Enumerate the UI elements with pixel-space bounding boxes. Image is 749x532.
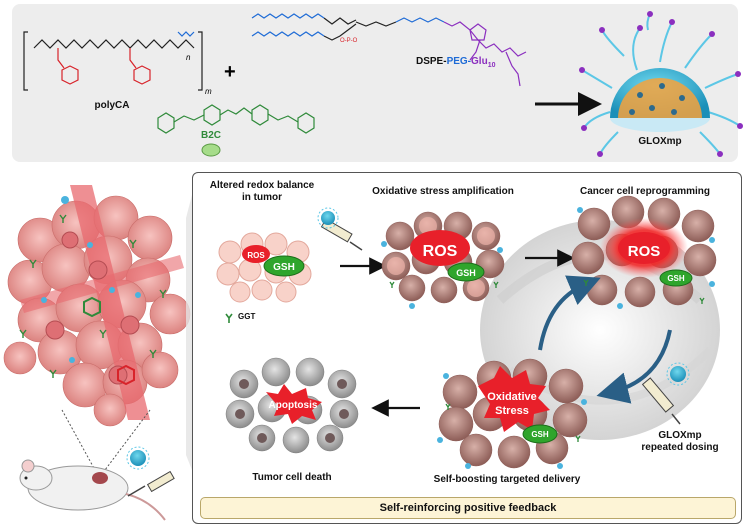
apoptosis-label: Apoptosis [269, 400, 318, 411]
mechanism-panel [192, 172, 742, 524]
mouse-icon [19, 459, 166, 521]
arrow-step4-to-step3 [538, 275, 601, 351]
ggt-markers [389, 279, 705, 442]
gsh-label-step2: GSH [456, 268, 476, 278]
peg-text: PEG- [446, 56, 472, 67]
tumor-cluster-step3: ROS GSH [571, 195, 717, 308]
phosphate-mark: O-P-O [340, 38, 358, 44]
glu-text: Glu [471, 56, 488, 67]
dspe-peg-glu-label: DSPE-PEG-Glu10 [416, 56, 495, 69]
dosing-label: GLOXmp repeated dosing [641, 430, 718, 454]
dspe-text: DSPE- [416, 56, 447, 67]
ggt-legend-label: GGT [238, 312, 256, 321]
gloxmp-micelle-icon [579, 11, 743, 157]
step1-line2: in tumor [241, 192, 282, 203]
ros-label-step3: ROS [628, 243, 661, 260]
stress-label: Stress [495, 405, 529, 417]
dosing-line1: GLOXmp [658, 430, 702, 441]
polyca-subscript-m: m [205, 87, 212, 96]
syringe-icon-top [317, 207, 363, 251]
dosing-line2: repeated dosing [641, 442, 719, 453]
gsh-bubble-step1: GSH [263, 255, 305, 277]
tumor-cluster-step1 [216, 232, 312, 303]
zoom-line-left [61, 409, 96, 471]
ggt-markers-left [19, 214, 167, 378]
step2-label: Oxidative stress amplification [372, 186, 514, 197]
gsh-label-step3: GSH [667, 274, 685, 283]
ros-label-step2: ROS [423, 243, 458, 260]
nanoparticle-dots-left [41, 196, 141, 363]
ggt-legend-icon [225, 313, 233, 323]
feedback-banner: Self-reinforcing positive feedback [200, 497, 736, 519]
gloxmp-label: GLOXmp [638, 136, 682, 147]
tumor-tissue-illustration [3, 185, 191, 427]
gsh-label-step4: GSH [531, 430, 549, 439]
plus-sign: + [224, 61, 236, 83]
step5-label: Tumor cell death [252, 472, 332, 483]
ros-label-small: ROS [247, 251, 265, 260]
b2c-label: B2C [200, 130, 222, 141]
oxidative-label: Oxidative [487, 391, 537, 403]
b2c-structure [157, 104, 315, 134]
zoom-wedge [186, 195, 192, 470]
step3-label: Cancer cell reprogramming [579, 186, 711, 197]
dspe-peg-glu-structure [251, 13, 527, 87]
glu-subscript: 10 [487, 62, 496, 69]
step1-label: Altered redox balance in tumor [210, 180, 314, 204]
step4-label: Self-boosting targeted delivery [433, 474, 581, 485]
b2c-pill-icon [201, 143, 221, 157]
synthesis-panel [12, 4, 738, 162]
tumor-cluster-step2: ROS GSH [381, 211, 505, 304]
gsh-label-step1: GSH [273, 262, 295, 273]
polyca-label: polyCA [94, 100, 130, 111]
step1-line1: Altered redox balance [209, 180, 315, 191]
syringe-icon-left [126, 446, 175, 497]
ros-bubble-step1: ROS [242, 245, 270, 263]
syringe-icon-dosing [641, 362, 690, 425]
zoom-line-right [104, 409, 151, 471]
tumor-cluster-step4: Oxidative Stress GSH [438, 358, 588, 469]
arrow-step3-to-step4 [596, 329, 672, 404]
tumor-cluster-apoptosis: Apoptosis [225, 357, 359, 454]
polyca-subscript-n: n [186, 53, 191, 62]
nanoparticle-dots [381, 207, 715, 469]
polyca-structure [23, 31, 203, 91]
